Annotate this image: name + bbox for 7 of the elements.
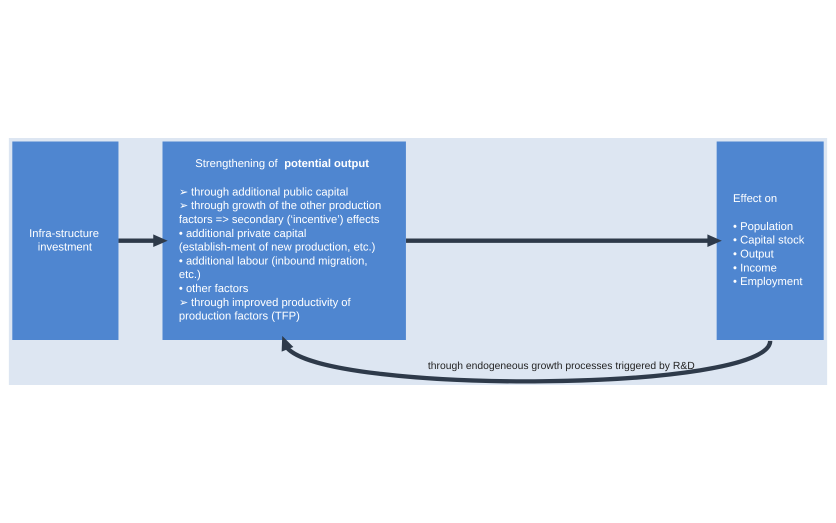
node-box: Effect on • Population • Capital stock • Output • Income • Employment [716,141,824,340]
arrow [282,336,772,384]
arrow [406,234,722,248]
node-box: Infra-structure investment [12,141,118,340]
edge-label: through endogeneous growth processes triggered by R&D [428,360,695,372]
arrow [118,234,168,248]
node-box: Strengthening of potential output ➢ through additional public capital ➢ through growth of the other production factors => secondary (‘incentive’) effects • additional private capital (establish-ment of new production, etc.) • additional labour (inbound migration, etc.) • other factors ➢ through improved productivity of production factors (TFP) [162,141,406,340]
